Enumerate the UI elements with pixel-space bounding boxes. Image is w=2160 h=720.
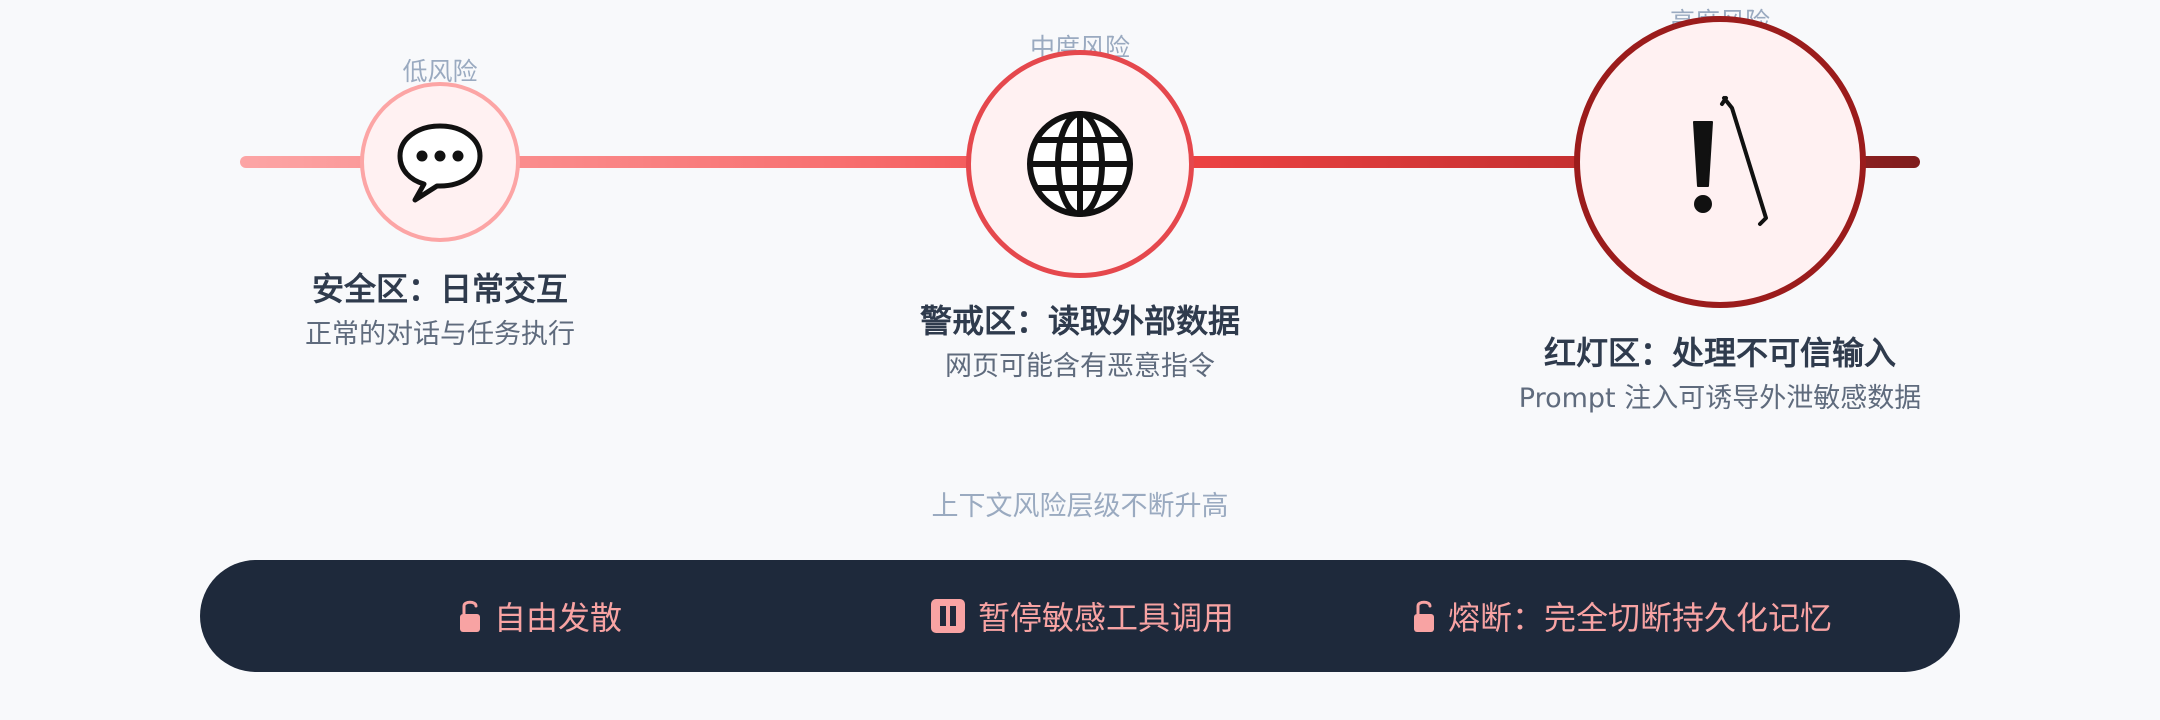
action-bar: 自由发散 暂停敏感工具调用 熔断：完全切断持久化记忆 — [200, 560, 1960, 672]
exclamation-stick-icon — [1670, 94, 1770, 230]
action-circuit-break: 熔断：完全切断持久化记忆 — [1412, 560, 1832, 672]
stage-desc-safe: 正常的对话与任务执行 — [305, 319, 575, 350]
unlock-icon — [1412, 598, 1436, 634]
stage-node-safe — [360, 82, 520, 242]
action-pause-tools: 暂停敏感工具调用 — [930, 560, 1234, 672]
pause-icon — [930, 598, 966, 634]
stage-desc-warning: 网页可能含有恶意指令 — [945, 351, 1215, 382]
action-label: 熔断：完全切断持久化记忆 — [1448, 599, 1833, 637]
action-free-diverge: 自由发散 — [458, 560, 622, 672]
stage-title-danger: 红灯区：处理不可信输入 — [1543, 334, 1896, 372]
stage-title-warning: 警戒区：读取外部数据 — [919, 302, 1240, 340]
speech-bubble-icon — [395, 120, 485, 204]
stage-node-warning — [966, 50, 1194, 278]
stage-node-danger — [1574, 16, 1866, 308]
unlock-icon — [458, 598, 482, 634]
globe-icon — [1024, 108, 1136, 220]
escalation-caption: 上下文风险层级不断升高 — [931, 491, 1229, 522]
risk-tag-low: 低风险 — [402, 57, 478, 86]
stage-desc-danger: Prompt 注入可诱导外泄敏感数据 — [1518, 383, 1922, 414]
stage-title-safe: 安全区：日常交互 — [311, 270, 568, 308]
action-label: 暂停敏感工具调用 — [978, 599, 1235, 637]
action-label: 自由发散 — [494, 599, 623, 637]
